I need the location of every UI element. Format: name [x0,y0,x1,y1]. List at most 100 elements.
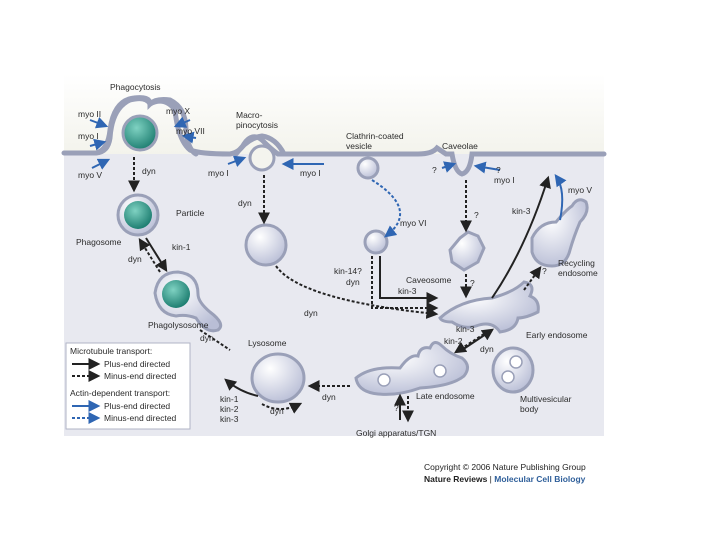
legend-actin-minus: Minus-end directed [104,413,177,423]
actin-arrow-myo-v-left [91,158,111,170]
legend: Microtubule transport: Plus-end directed… [65,342,191,430]
late-endosome-vesicle-2 [433,364,447,378]
label-myo-vi: myo VI [400,218,426,228]
label-kin-2: kin-2 [444,336,463,346]
journal-name-a: Nature Reviews [424,474,488,484]
macropinosome [244,223,288,267]
label-clathrin-1: Clathrin-coated [346,131,404,141]
label-clathrin-2: vesicle [346,141,372,151]
late-endosome-vesicle-1 [377,373,391,387]
label-phagolysosome: Phagolysosome [148,320,209,330]
label-myo-x: myo X [166,106,190,116]
label-myo-ii: myo II [78,109,101,119]
arrow-vesicle-to-early-endosome-plus [379,256,439,304]
label-macro-1: Macro- [236,110,263,120]
multivesicular-body [491,346,535,394]
legend-mt-plus: Plus-end directed [104,359,170,369]
mvb-vesicle-2 [501,370,515,384]
label-myo-i-left: myo I [78,131,99,141]
arrow-vesicle-to-early-endosome-minus [371,256,439,314]
label-kin-3-a: kin-3 [512,206,531,216]
journal-line: Nature Reviews | Molecular Cell Biology [424,474,585,484]
label-dyn-3: dyn [200,333,214,343]
label-dyn-5: dyn [346,277,360,287]
label-dyn-9: dyn [270,406,284,416]
label-q3: ? [474,210,479,220]
label-recycling-2: endosome [558,268,598,278]
phagocytosis-particle [121,114,159,152]
actin-arrow-phago-right [173,116,191,128]
actin-arrow-caveolae-left [441,161,457,173]
label-q6: ? [394,403,399,413]
label-q4: ? [470,278,475,288]
small-vesicle [363,229,389,255]
label-dyn-7: dyn [480,344,494,354]
label-lysosome: Lysosome [248,338,287,348]
arrow-lysosome-minus [261,402,303,414]
label-kin-1-a: kin-1 [172,242,191,252]
arrow-early-endosome-to-membrane-kin3 [491,175,551,299]
legend-mt-title: Microtubule transport: [70,346,152,356]
arrow-lysosome-plus [224,378,259,397]
legend-mt-minus: Minus-end directed [104,371,177,381]
actin-arrow-macro-myo-i [227,155,247,167]
label-dyn-6: dyn [304,308,318,318]
label-myo-v-right: myo V [568,185,592,195]
macropinocytosis-bud [248,144,276,172]
label-early-endosome: Early endosome [526,330,588,340]
label-recycling-1: Recycling [558,258,595,268]
legend-actin-title: Actin-dependent transport: [70,388,170,398]
label-kin-1-b: kin-1 [220,394,239,404]
label-macro-2: pinocytosis [236,120,278,130]
early-endosome [438,280,540,334]
label-dyn-1: dyn [142,166,156,176]
label-myo-vii: myo VII [176,126,205,136]
actin-arrow-myo-i-right [473,161,501,174]
mvb-vesicle-1 [509,355,523,369]
phagocytic-cup [93,95,199,157]
arrow-early-endosome-recycling [523,266,542,291]
caveosome [448,230,486,272]
label-multivesicular-1: Multivesicular [520,394,572,404]
label-caveolae: Caveolae [442,141,478,151]
label-q5: ? [542,266,547,276]
label-phagosome: Phagosome [76,237,122,247]
phagolysosome-particle [162,280,190,308]
label-late-endosome: Late endosome [416,391,475,401]
clathrin-coated-vesicle [356,156,380,180]
legend-actin-plus: Plus-end directed [104,401,170,411]
label-dyn-4: dyn [238,198,252,208]
label-particle: Particle [176,208,205,218]
actin-arrow-recycling-myo-v [554,174,567,221]
macropinocytic-cup [233,133,287,157]
label-golgi: Golgi apparatus/TGN [356,428,436,438]
recycling-endosome [530,198,589,268]
label-myo-v-left: myo V [78,170,102,180]
label-multivesicular-2: body [520,404,539,414]
copyright-line: Copyright © 2006 Nature Publishing Group [424,462,586,472]
label-caveosome: Caveosome [406,275,452,285]
label-q2: ? [496,165,501,175]
actin-arrow-phago-left [89,117,109,129]
label-kin-3-d: kin-3 [220,414,239,424]
label-q1: ? [432,165,437,175]
journal-separator: | [487,474,495,484]
label-myo-i-right: myo I [494,175,515,185]
arrow-macropinosome-to-early-endosome [275,265,439,319]
lysosome [250,352,306,404]
actin-arrow-phago-left-2 [89,138,107,151]
label-dyn-8: dyn [322,392,336,402]
actin-arrow-phago-right-2 [181,131,197,144]
arrow-early-to-late-minus [453,333,485,354]
label-myo-i-c: myo I [300,168,321,178]
label-kin-3-b: kin-3 [398,286,417,296]
arrow-phagolysosome-dyn [199,329,231,351]
label-dyn-2: dyn [128,254,142,264]
actin-arrow-clathrin-myo-vi [371,179,402,238]
legend-box [65,342,191,430]
arrow-phagosome-to-phagolysosome-minus [138,237,161,273]
label-phagocytosis: Phagocytosis [110,82,161,92]
phagosome-particle [124,201,152,229]
label-myo-i-mid: myo I [208,168,229,178]
